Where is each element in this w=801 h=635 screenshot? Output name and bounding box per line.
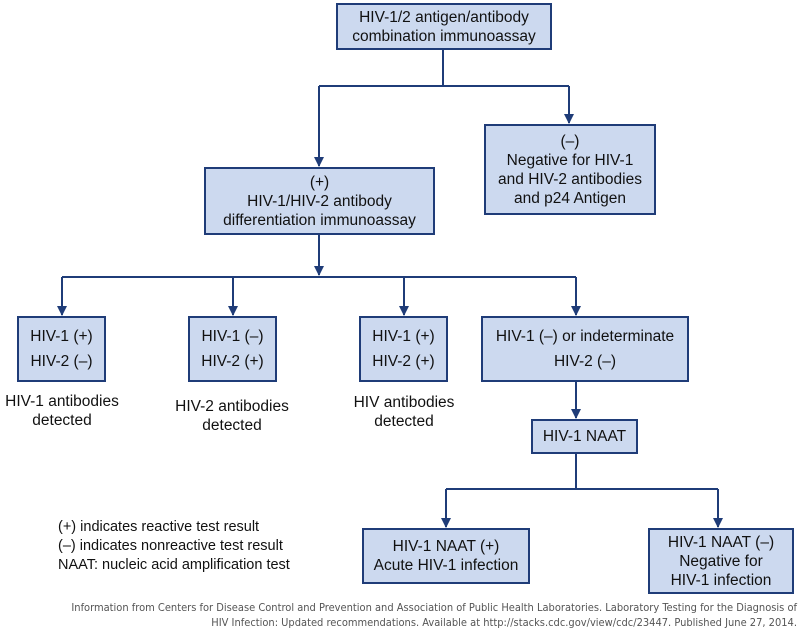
caption-hiv1-antibodies: HIV-1 antibodies detected: [2, 392, 122, 430]
neg-naat-line3: HIV-1 infection: [670, 571, 772, 589]
positive-sign: (+): [309, 173, 330, 191]
result-box-hiv1-pos-hiv2-neg: HIV-1 (+) HIV-2 (–): [17, 316, 106, 382]
legend-nonreactive: (–) indicates nonreactive test result: [58, 538, 283, 554]
caption-1-line1: HIV-1 antibodies: [5, 393, 119, 410]
combo-line1: HIV-1/2 antigen/antibody: [359, 8, 529, 26]
differentiation-immunoassay-box: (+) HIV-1/HIV-2 antibody differentiation…: [204, 167, 435, 235]
negative-result-box: (–) Negative for HIV-1 and HIV-2 antibod…: [484, 124, 656, 215]
result-4-top: HIV-1 (–) or indeterminate: [495, 328, 675, 345]
naat-box: HIV-1 NAAT: [531, 419, 638, 454]
caption-2-line2: detected: [202, 417, 262, 434]
caption-3-line1: HIV antibodies: [353, 394, 455, 411]
source-line2: HIV Infection: Updated recommendations. …: [211, 616, 797, 629]
acute-line1: HIV-1 NAAT (+): [392, 538, 500, 555]
caption-hiv-antibodies: HIV antibodies detected: [344, 393, 464, 431]
naat-label: HIV-1 NAAT: [542, 428, 627, 445]
caption-hiv2-antibodies: HIV-2 antibodies detected: [167, 397, 297, 435]
result-box-hiv1-neg-indeterminate: HIV-1 (–) or indeterminate HIV-2 (–): [481, 316, 689, 382]
result-1-bottom: HIV-2 (–): [30, 353, 93, 370]
combination-immunoassay-box: HIV-1/2 antigen/antibody combination imm…: [336, 3, 552, 50]
source-line1: Information from Centers for Disease Con…: [71, 601, 797, 614]
result-3-bottom: HIV-2 (+): [372, 353, 435, 370]
result-4-bottom: HIV-2 (–): [553, 353, 616, 370]
caption-3-line2: detected: [374, 413, 434, 430]
result-3-top: HIV-1 (+): [372, 328, 435, 345]
result-1-top: HIV-1 (+): [30, 328, 93, 345]
result-box-hiv1-pos-hiv2-pos: HIV-1 (+) HIV-2 (+): [359, 316, 448, 382]
neg-naat-line1: HIV-1 NAAT (–): [667, 533, 775, 551]
result-2-bottom: HIV-2 (+): [201, 353, 264, 370]
source-citation: Information from Centers for Disease Con…: [0, 600, 801, 630]
positive-line3: differentiation immunoassay: [223, 211, 416, 229]
result-2-top: HIV-1 (–): [201, 328, 264, 345]
negative-sign: (–): [560, 132, 580, 150]
legend-naat-definition: NAAT: nucleic acid amplification test: [58, 557, 290, 573]
legend-reactive: (+) indicates reactive test result: [58, 519, 260, 535]
legend: (+) indicates reactive test result (–) i…: [58, 518, 290, 575]
caption-2-line1: HIV-2 antibodies: [175, 398, 289, 415]
acute-line2: Acute HIV-1 infection: [373, 557, 519, 574]
negative-naat-box: HIV-1 NAAT (–) Negative for HIV-1 infect…: [648, 528, 794, 594]
caption-1-line2: detected: [32, 412, 92, 429]
negative-line3: and HIV-2 antibodies: [498, 170, 642, 188]
positive-line2: HIV-1/HIV-2 antibody: [247, 192, 392, 210]
result-box-hiv1-neg-hiv2-pos: HIV-1 (–) HIV-2 (+): [188, 316, 277, 382]
neg-naat-line2: Negative for: [679, 552, 763, 570]
negative-line4: and p24 Antigen: [513, 189, 627, 207]
acute-infection-box: HIV-1 NAAT (+) Acute HIV-1 infection: [362, 528, 530, 584]
combo-line2: combination immunoassay: [352, 27, 536, 45]
negative-line2: Negative for HIV-1: [506, 151, 634, 169]
